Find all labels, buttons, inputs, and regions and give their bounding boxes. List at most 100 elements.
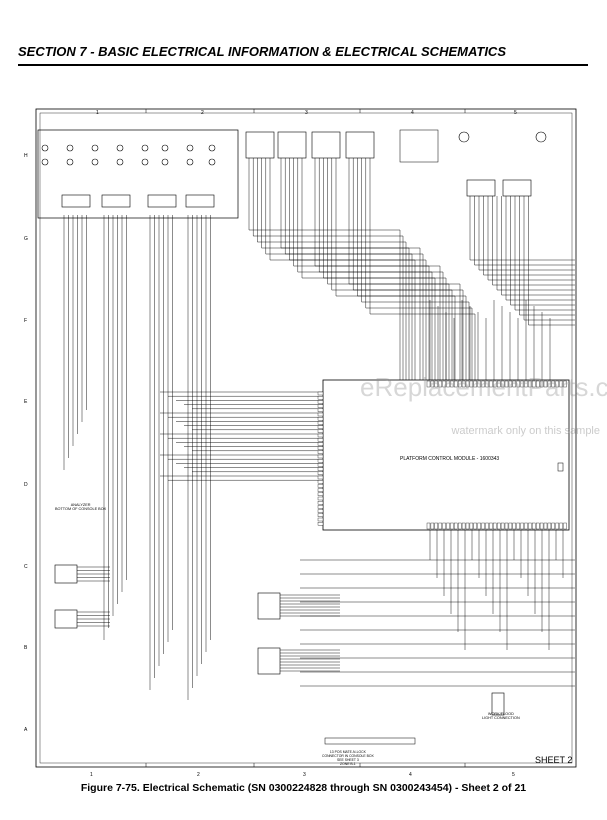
module-pin: [465, 522, 470, 530]
wire: [487, 196, 575, 281]
module-pins: [317, 380, 567, 530]
sheet-label: SHEET 2: [535, 755, 573, 765]
module-pin: [317, 492, 324, 496]
module-pin: [317, 408, 324, 412]
watermark: eReplacementParts.com: [360, 372, 607, 402]
led-indicator-icon: [141, 144, 149, 152]
module-pin: [450, 522, 454, 530]
connector-c1: [54, 564, 78, 584]
connector-c2: [54, 609, 78, 629]
module-pin: [512, 522, 516, 530]
connector-block: [185, 194, 215, 208]
module-pin: [442, 522, 446, 530]
module-pin: [317, 400, 324, 404]
module-pin: [528, 380, 532, 388]
module-pin: [536, 380, 540, 388]
row-e: E: [24, 399, 28, 405]
led-indicator-icon: [91, 158, 99, 166]
module-pin: [493, 522, 497, 530]
led-indicator-icon: [41, 144, 49, 152]
console-label: ANALYZER BOTTOM OF CONSOLE BOX: [55, 503, 107, 511]
module-pin: [317, 488, 324, 492]
module-pin: [500, 380, 505, 388]
connector-block: [245, 131, 275, 159]
wire: [505, 196, 575, 301]
work-light-label: WORK/FLOOD LIGHT CONNECTION: [482, 712, 520, 720]
module-side-connector: [557, 462, 564, 472]
module-pin: [461, 522, 466, 530]
led-indicator-icon: [208, 158, 216, 166]
wire: [483, 196, 575, 276]
module-pin: [317, 505, 324, 509]
led-indicator-icon: [186, 158, 194, 166]
module-pin: [555, 522, 559, 530]
led-indicator-icon: [66, 158, 74, 166]
led-indicators: [41, 144, 216, 166]
module-pin: [317, 391, 324, 396]
module-pin: [317, 396, 324, 400]
module-pin: [446, 522, 450, 530]
wire: [519, 196, 575, 316]
column-ticks: [145, 109, 466, 767]
module-pin: [454, 522, 458, 530]
row-b: B: [24, 645, 28, 651]
wire: [331, 158, 453, 380]
module-pin: [317, 404, 324, 408]
wire: [348, 158, 461, 380]
connector-block: [277, 131, 307, 159]
module-pin: [477, 380, 481, 388]
module-pin: [317, 484, 324, 488]
wire: [265, 158, 413, 380]
led-indicator-icon: [116, 144, 124, 152]
wire: [469, 196, 575, 261]
connector-block: [345, 131, 375, 159]
module-pin: [547, 380, 552, 388]
module-pin: [317, 433, 324, 438]
module-pin: [516, 522, 520, 530]
module-pin: [500, 522, 505, 530]
module-pin: [481, 522, 485, 530]
connector-block: [101, 194, 131, 208]
header-rule: [18, 64, 588, 66]
module-pin: [317, 417, 324, 421]
module-pin: [430, 380, 435, 388]
module-pin: [458, 380, 462, 388]
wire: [357, 158, 467, 380]
led-indicator-icon: [66, 144, 74, 152]
module-pin: [465, 380, 470, 388]
module-pin: [430, 522, 435, 530]
led-indicator-icon: [41, 158, 49, 166]
led-indicator-icon: [161, 144, 169, 152]
wire: [318, 158, 444, 380]
led-indicator-icon: [116, 158, 124, 166]
module-pin: [450, 380, 454, 388]
module-pin: [454, 380, 458, 388]
wire: [510, 196, 575, 306]
module-pin: [438, 380, 442, 388]
module-pin: [539, 522, 544, 530]
module-pin: [434, 522, 438, 530]
module-pin: [317, 412, 324, 417]
module-pin: [489, 380, 493, 388]
module-pin: [317, 522, 324, 526]
module-pin: [543, 522, 548, 530]
module-pin: [551, 522, 555, 530]
led-indicator-icon: [91, 144, 99, 152]
row-c: C: [24, 564, 28, 570]
module-pin: [497, 522, 501, 530]
module-pin: [317, 471, 324, 475]
module-pin: [532, 380, 536, 388]
lockout-connector-label: 13 POS MATE-N-LOCK CONNECTOR IN CONSOLE …: [322, 750, 374, 766]
row-a: A: [24, 727, 28, 733]
module-pin: [473, 380, 477, 388]
connector-b2: [257, 647, 281, 675]
wire: [327, 158, 450, 380]
module-pin: [504, 522, 509, 530]
module-pin: [528, 522, 532, 530]
led-panel-box: [37, 129, 239, 219]
module-pin: [317, 480, 324, 484]
module-pin: [317, 450, 324, 454]
connector-block: [466, 179, 496, 197]
switch-1-icon: [458, 131, 470, 143]
module-pin: [481, 380, 485, 388]
